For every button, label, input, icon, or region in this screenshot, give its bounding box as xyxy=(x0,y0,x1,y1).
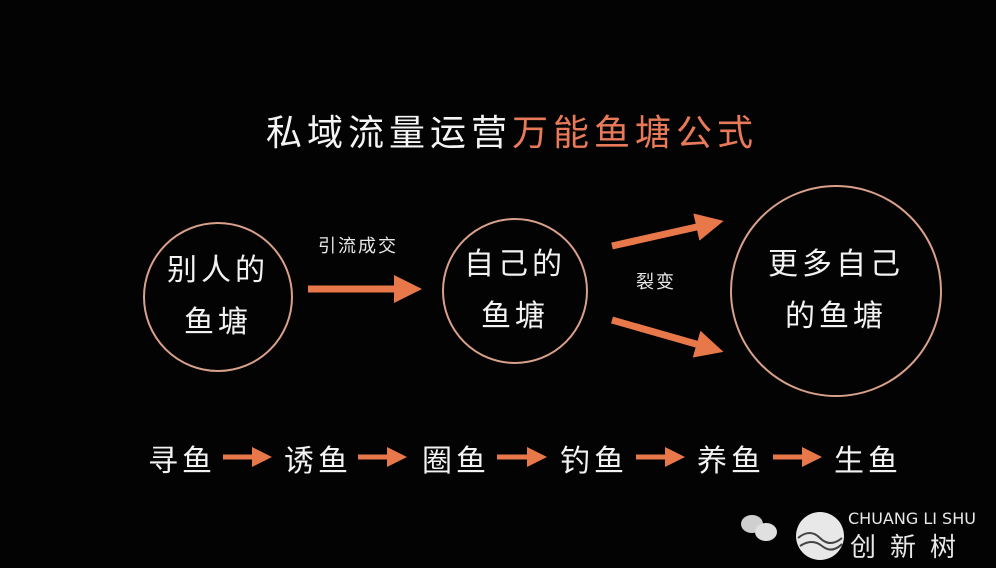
label-fission: 裂变 xyxy=(636,272,676,293)
circle-more-own-ponds: 更多自己的鱼塘 xyxy=(730,185,942,397)
label-convert: 引流成交 xyxy=(318,236,398,257)
step-item: 寻鱼 xyxy=(148,444,216,479)
circle-line: 鱼塘 xyxy=(481,299,549,334)
watermark-logo: CHUANG LI SHU 创新树 xyxy=(741,509,976,562)
title-orange-part: 万能鱼塘公式 xyxy=(512,113,759,154)
arrow-fission-up xyxy=(611,213,724,250)
circle-others-pond: 别人的鱼塘 xyxy=(143,222,293,372)
arrow-fission-down xyxy=(611,316,724,358)
circle-line: 的鱼塘 xyxy=(785,299,887,334)
svg-text:创新树: 创新树 xyxy=(850,533,970,562)
step-item: 养鱼 xyxy=(697,444,765,479)
step-item: 圈鱼 xyxy=(422,444,490,479)
circle-line: 别人的 xyxy=(167,253,269,288)
step-item: 诱鱼 xyxy=(284,444,352,479)
svg-text:CHUANG LI SHU: CHUANG LI SHU xyxy=(848,509,976,528)
slide-title: 私域流量运营万能鱼塘公式 xyxy=(0,104,996,156)
circle-line: 更多自己 xyxy=(768,247,904,282)
step-item: 生鱼 xyxy=(834,444,902,479)
step-item: 钓鱼 xyxy=(560,444,628,479)
circle-line: 鱼塘 xyxy=(184,305,252,340)
circle-line: 自己的 xyxy=(464,247,566,282)
title-white-part: 私域流量运营 xyxy=(265,113,512,154)
circle-own-pond: 自己的鱼塘 xyxy=(442,218,588,364)
